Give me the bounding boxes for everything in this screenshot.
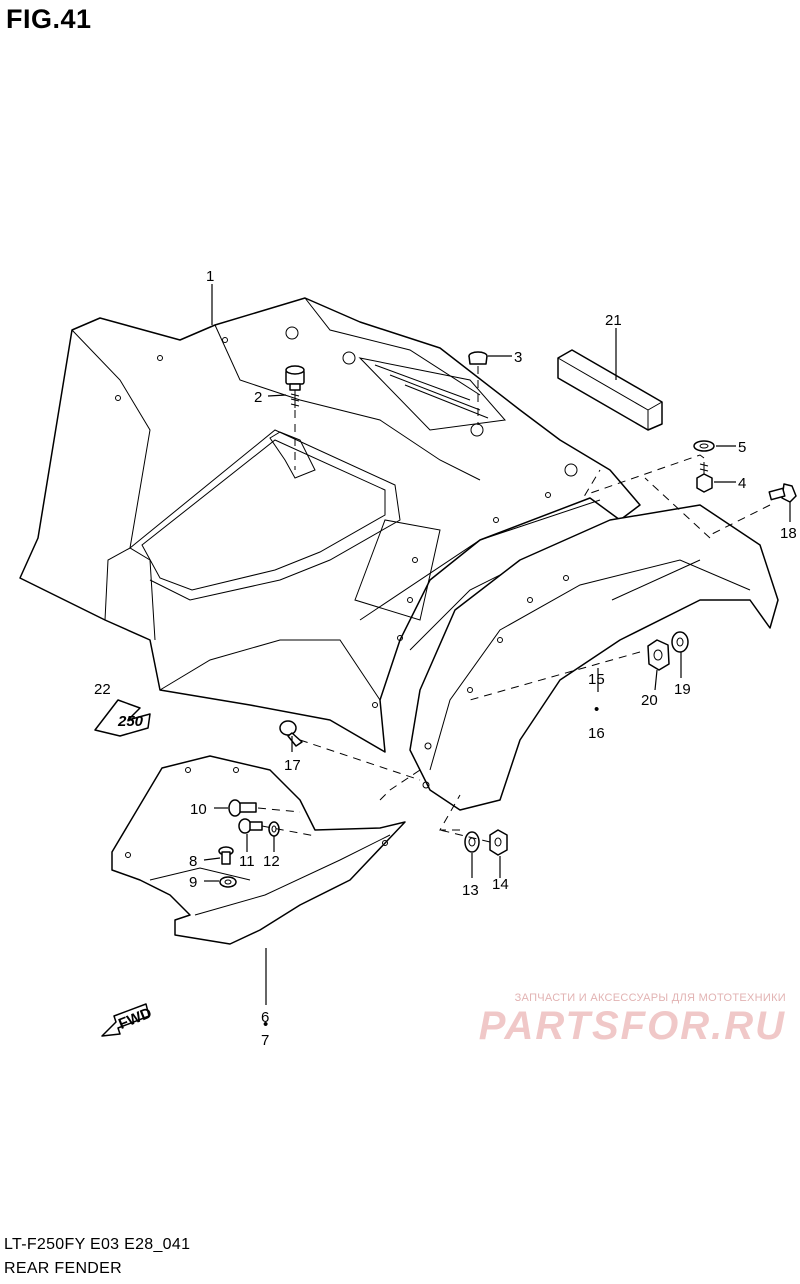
separator-15-16: • bbox=[594, 701, 599, 718]
bolt-4 bbox=[696, 462, 713, 493]
bolt-11 bbox=[238, 818, 263, 834]
model-code: LT-F250FY E03 E28_041 bbox=[4, 1236, 191, 1253]
nut-14 bbox=[489, 829, 508, 856]
watermark-tagline: ЗАПЧАСТИ И АКСЕССУАРЫ ДЛЯ МОТОТЕХНИКИ bbox=[514, 992, 786, 1004]
label-part-6: 6 bbox=[261, 1009, 269, 1026]
label-part-17: 17 bbox=[284, 757, 301, 774]
watermark-brand: PARTSFOR.RU bbox=[478, 1004, 786, 1048]
label-part-16: 16 bbox=[588, 725, 605, 742]
bolt-10 bbox=[228, 799, 257, 817]
washer-5 bbox=[693, 440, 715, 452]
label-part-10: 10 bbox=[190, 801, 207, 818]
nut-20 bbox=[647, 639, 670, 671]
decal-22: 250 bbox=[94, 699, 151, 737]
clip-17 bbox=[279, 720, 303, 747]
label-part-19: 19 bbox=[674, 681, 691, 698]
bolt-18 bbox=[768, 483, 797, 503]
cushion-block bbox=[557, 349, 663, 431]
watermark: ЗАПЧАСТИ И АКСЕССУАРЫ ДЛЯ МОТОТЕХНИКИ PA… bbox=[479, 992, 786, 1048]
label-part-12: 12 bbox=[263, 853, 280, 870]
label-part-18: 18 bbox=[780, 525, 797, 542]
section-name: REAR FENDER bbox=[4, 1260, 122, 1277]
fwd-label: FWD bbox=[116, 1004, 154, 1033]
label-part-22: 22 bbox=[94, 681, 111, 698]
bolt-2 bbox=[285, 365, 305, 408]
label-part-1: 1 bbox=[206, 268, 214, 285]
screw-8 bbox=[218, 846, 234, 865]
label-part-7: 7 bbox=[261, 1032, 269, 1049]
label-part-3: 3 bbox=[514, 349, 522, 366]
part-labels: 1 2 3 4 5 6 • 7 8 9 10 11 12 13 14 15 • … bbox=[94, 268, 797, 1049]
label-part-4: 4 bbox=[738, 475, 746, 492]
label-part-20: 20 bbox=[641, 692, 658, 709]
label-part-2: 2 bbox=[254, 389, 262, 406]
figure-title: FIG.41 bbox=[6, 4, 92, 34]
label-part-15: 15 bbox=[588, 671, 605, 688]
mud-flap-extension bbox=[409, 504, 779, 811]
label-part-11: 11 bbox=[239, 853, 255, 870]
label-part-21: 21 bbox=[605, 312, 622, 329]
washer-9 bbox=[219, 876, 237, 888]
forward-arrow-icon: FWD bbox=[101, 1003, 154, 1037]
decal-text: 250 bbox=[117, 713, 144, 730]
splash-guard bbox=[111, 755, 406, 945]
separator-6-7: • bbox=[263, 1016, 268, 1033]
label-part-8: 8 bbox=[189, 853, 197, 870]
assembly-lines bbox=[257, 366, 771, 843]
label-part-5: 5 bbox=[738, 439, 746, 456]
leader-lines bbox=[203, 284, 791, 1005]
grommet-3 bbox=[468, 351, 488, 365]
label-part-9: 9 bbox=[189, 874, 197, 891]
washer-13 bbox=[464, 831, 480, 853]
rear-fender-body bbox=[19, 297, 641, 753]
washer-19 bbox=[671, 631, 689, 653]
label-part-14: 14 bbox=[492, 876, 509, 893]
label-part-13: 13 bbox=[462, 882, 479, 899]
